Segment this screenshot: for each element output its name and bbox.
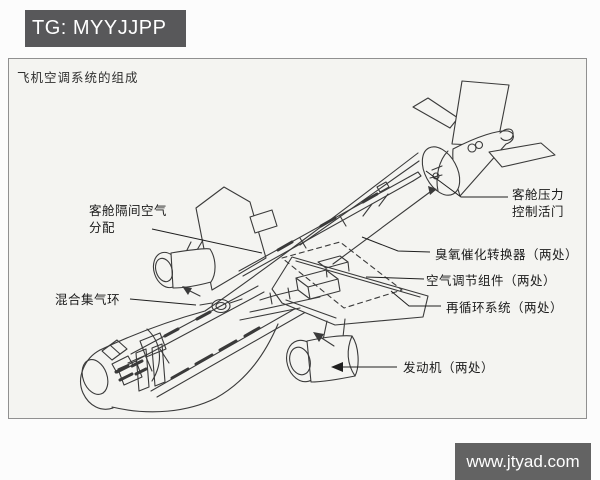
diagram-title: 飞机空调系统的组成: [17, 70, 139, 85]
fuselage-outline: [80, 152, 431, 413]
near-engine: [286, 318, 359, 383]
leader-recirculation: [390, 290, 441, 307]
air-ducts: [130, 171, 422, 398]
leader-cabin-pressure-valve: [425, 170, 508, 198]
label-cabin-pressure-valve-line1: 客舱压力: [512, 187, 565, 202]
leader-ozone-converter: [361, 236, 431, 253]
label-cabin-pressure-valve-line2: 控制活门: [512, 204, 565, 219]
airflow-arrows: [182, 286, 335, 347]
label-engine: 发动机（两处）: [403, 360, 495, 375]
label-cabin-air-distribution: 客舱隔间空气 分配: [89, 202, 167, 236]
tg-watermark-text: TG: MYYJJPP: [32, 17, 167, 39]
tail-assembly: [412, 80, 556, 197]
mixing-manifold-ring: [199, 298, 243, 314]
cockpit-detail: [101, 332, 170, 392]
label-ozone-converter: 臭氧催化转换器（两处）: [435, 247, 579, 262]
accessory-compartment-dashed: [281, 241, 403, 309]
leader-lines: [129, 170, 508, 372]
label-cabin-pressure-valve: 客舱压力 控制活门: [512, 186, 564, 220]
label-cabin-air-distribution-line1: 客舱隔间空气: [89, 203, 168, 218]
label-ac-pack: 空气调节组件（两处）: [426, 273, 557, 288]
tg-watermark: TG: MYYJJPP: [25, 10, 186, 47]
site-watermark: www.jtyad.com: [455, 443, 591, 480]
ac-pack-cluster: [199, 255, 350, 321]
label-mixing-manifold: 混合集气环: [55, 292, 121, 307]
leader-ac-pack: [365, 276, 425, 280]
label-cabin-air-distribution-line2: 分配: [89, 220, 116, 235]
label-recirculation: 再循环系统（两处）: [446, 300, 564, 315]
leader-cabin-air-distribution: [151, 228, 263, 254]
site-watermark-text: www.jtyad.com: [466, 452, 580, 471]
leader-mixing-manifold: [129, 298, 197, 306]
far-engine: [152, 239, 216, 289]
leader-engine-arrowhead: [331, 362, 343, 372]
